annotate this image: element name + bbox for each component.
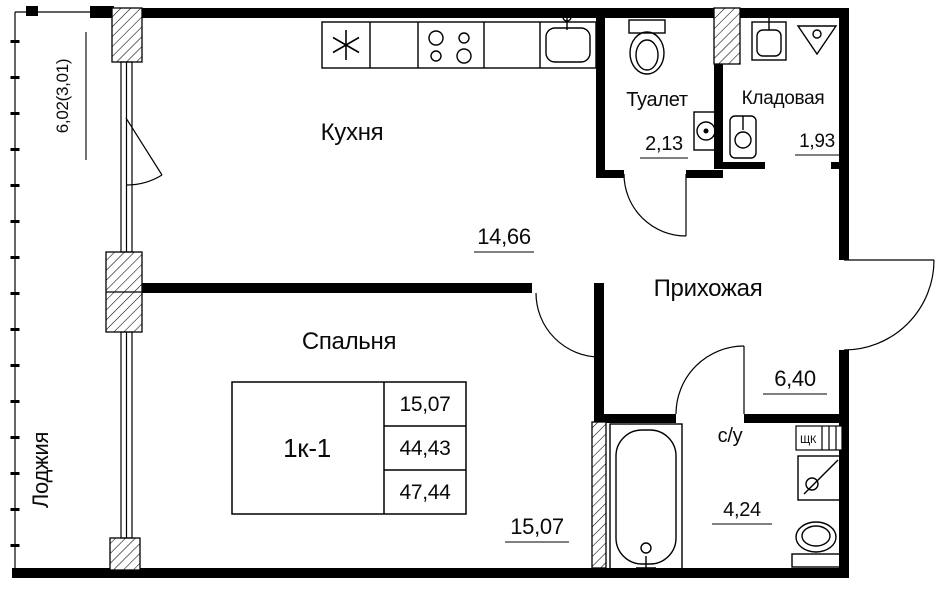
hatch-block-bath-wall [591, 421, 607, 569]
toilet-icon [628, 19, 666, 75]
wall-storage-bottom-left [723, 162, 765, 169]
bedroom-door-arc [535, 292, 601, 358]
wall-right-lower [839, 350, 849, 578]
washbasin-symbol-icon [751, 14, 787, 61]
wall-hall-bath-left [604, 414, 676, 423]
info-table-row-total: 47,44 [399, 481, 451, 504]
toilet-door [623, 173, 687, 237]
bathroom-area: 4,24 [723, 499, 761, 521]
room-labels: Кухня 14,66 Туалет 2,13 Кладовая 1,93 Пр… [28, 59, 835, 539]
info-table-row-living: 15,07 [399, 393, 450, 416]
bathroom-label: с/у [718, 425, 743, 447]
toilet-area: 2,13 [645, 133, 683, 155]
hatch-block-top-left [111, 7, 143, 63]
bedroom-area: 15,07 [510, 514, 564, 539]
wall-hall-bath-right [744, 414, 839, 423]
info-table-row-area: 44,43 [399, 437, 450, 460]
kitchen-label: Кухня [321, 119, 384, 146]
wall-toilet-bottom-left [596, 170, 624, 178]
wall-storage-bottom-right [831, 162, 839, 169]
windows [10, 11, 133, 568]
kitchen-window [120, 61, 133, 253]
info-table [231, 381, 467, 515]
hallway-label: Прихожая [654, 275, 763, 302]
wall-toilet-bottom-right [686, 170, 723, 178]
kitchen-area: 14,66 [477, 224, 531, 249]
stove-icon [428, 30, 472, 64]
hallway-area: 6,40 [774, 366, 816, 391]
wall-toilet-storage [714, 8, 723, 169]
wall-right-upper [839, 8, 849, 260]
bathtub-icon [609, 423, 683, 572]
hatched-walls [105, 7, 741, 571]
storage-area: 1,93 [799, 131, 835, 152]
glazing-ticks [10, 40, 20, 547]
loggia-glazing [10, 11, 112, 568]
entrance-door [843, 259, 935, 351]
bedroom-label: Спальня [302, 328, 396, 355]
dimension-lines [85, 32, 840, 543]
bathroom-door [675, 345, 745, 415]
fixtures [321, 12, 843, 572]
wall-bottom [12, 568, 849, 578]
bathroom-washbasin-icon [797, 455, 843, 501]
bathroom-toilet-icon [791, 521, 841, 568]
vent-icon [332, 30, 360, 60]
loggia-dimension: 6,02(3,01) [53, 59, 72, 134]
toilet-label: Туалет [626, 89, 688, 111]
wall-kitchen-bedroom [140, 283, 532, 293]
wall-top [112, 8, 849, 18]
electrical-panel-icon [795, 425, 843, 451]
water-meter-icon [693, 111, 719, 151]
loggia-label: Лоджия [28, 432, 53, 508]
info-table-border [231, 381, 467, 515]
info-table-text: 1к-1 15,07 44,43 47,44 [283, 393, 451, 504]
doors [125, 117, 935, 415]
drain-trap-icon [729, 115, 757, 159]
sink-funnel-icon [796, 25, 838, 56]
info-table-unit: 1к-1 [283, 433, 331, 463]
kitchen-counter [321, 21, 597, 69]
hatch-block-bottom-left [109, 537, 141, 571]
wall-toilet-left [596, 8, 605, 178]
kitchen-sink-icon [545, 12, 591, 63]
electrical-panel-label: ЩК [800, 434, 817, 446]
bedroom-window [120, 331, 133, 539]
glazing-post-corner [26, 6, 38, 16]
storage-label: Кладовая [742, 88, 825, 109]
balcony-door [125, 117, 163, 186]
hatch-block-storage-top [713, 7, 741, 65]
